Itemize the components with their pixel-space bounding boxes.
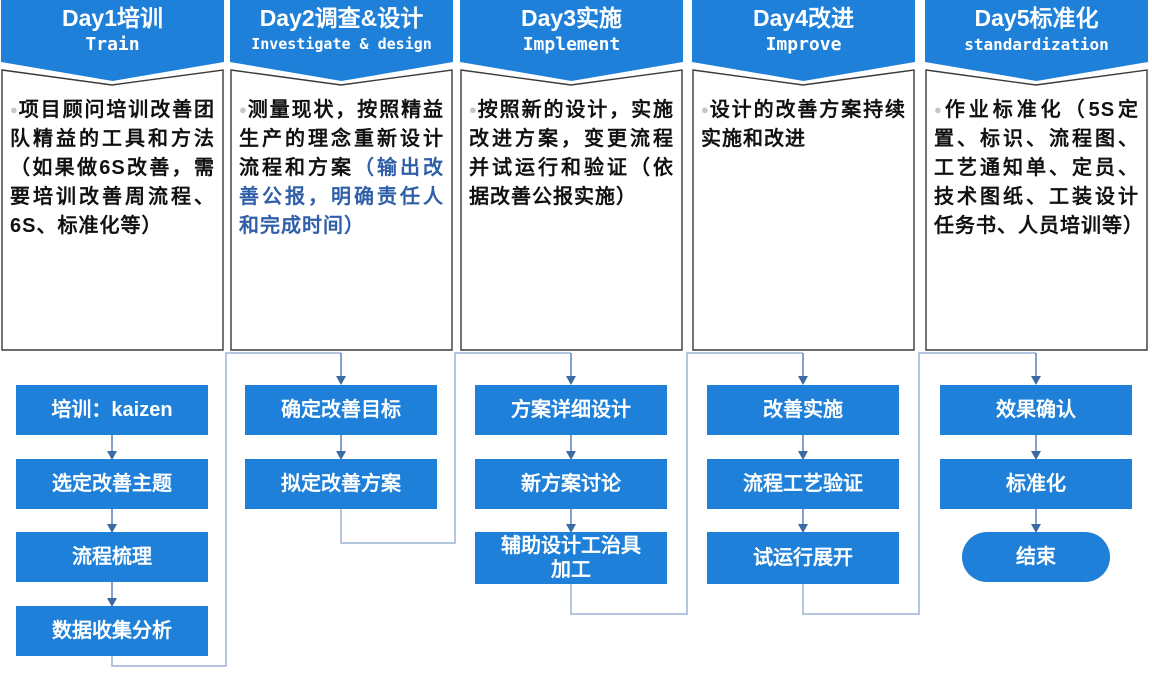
step-label: 选定改善主题 [52, 473, 172, 495]
description-text: 作业标准化（5S定置、标识、流程图、工艺通知单、定员、技术图纸、工装设计任务书、… [934, 99, 1144, 237]
banner-title: Day3实施 [521, 5, 622, 31]
step-box-day5-1: 效果确认 [940, 385, 1132, 435]
step-box-day3-2: 新方案讨论 [475, 459, 667, 509]
step-label: 试运行展开 [753, 547, 853, 569]
step-label: 数据收集分析 [52, 620, 172, 642]
step-box-day1-4: 数据收集分析 [16, 606, 208, 656]
banner-title: Day4改进 [753, 5, 854, 31]
step-label: 效果确认 [996, 399, 1076, 421]
banner-subtitle: standardization [964, 35, 1109, 54]
description-day3: ●按照新的设计，实施改进方案，变更流程并试运行和验证（依据改善公报实施） [469, 95, 674, 212]
step-label: 流程工艺验证 [743, 473, 863, 495]
banner-subtitle: Implement [522, 34, 621, 55]
step-label: 流程梳理 [72, 546, 152, 568]
banner-subtitle: Investigate & design [251, 35, 432, 53]
step-label: 辅助设计工治具加工 [501, 535, 641, 581]
banner-subtitle: Improve [765, 34, 842, 55]
banner-day5-standardization: Day5标准化 standardization [925, 0, 1148, 81]
description-day2: ●测量现状，按照精益生产的理念重新设计流程和方案（输出改善公报，明确责任人和完成… [239, 95, 444, 241]
step-box-day3-3: 辅助设计工治具加工 [475, 532, 667, 584]
description-text: 项目顾问培训改善团队精益的工具和方法（如果做6S改善，需要培训改善周流程、6S、… [10, 99, 216, 237]
bullet-icon: ● [239, 102, 248, 117]
description-day1: ●项目顾问培训改善团队精益的工具和方法（如果做6S改善，需要培训改善周流程、6S… [10, 95, 215, 241]
connector-elbow-day4-day5 [802, 352, 1036, 615]
bullet-icon: ● [701, 102, 710, 117]
bullet-icon: ● [10, 102, 19, 117]
step-box-day1-2: 选定改善主题 [16, 459, 208, 509]
description-box-day4 [692, 69, 915, 351]
step-label: 改善实施 [763, 399, 843, 421]
banner-title: Day2调查&设计 [259, 5, 424, 31]
bullet-icon: ● [934, 102, 945, 117]
description-highlight: （输出改善公报，明确责任人和完成时间） [239, 157, 444, 237]
step-box-day1-1: 培训：kaizen [16, 385, 208, 435]
banner-day4-improve: Day4改进 Improve [692, 0, 915, 81]
banner-title: Day5标准化 [974, 5, 1099, 31]
description-text: 按照新的设计，实施改进方案，变更流程并试运行和验证（依据改善公报实施） [469, 99, 675, 208]
description-box-day1 [1, 69, 224, 351]
step-label: 拟定改善方案 [281, 473, 401, 495]
banner-title: Day1培训 [62, 5, 163, 31]
end-terminator: 结束 [962, 532, 1110, 582]
description-box-day3 [460, 69, 683, 351]
step-box-day5-2: 标准化 [940, 459, 1132, 509]
step-label: 方案详细设计 [511, 399, 631, 421]
step-box-day4-3: 试运行展开 [707, 532, 899, 584]
step-box-day2-1: 确定改善目标 [245, 385, 437, 435]
step-box-day4-2: 流程工艺验证 [707, 459, 899, 509]
end-label: 结束 [1016, 546, 1056, 568]
banner-day1-train: Day1培训 Train [1, 0, 224, 81]
description-box-day2 [230, 69, 453, 351]
description-text: 设计的改善方案持续实施和改进 [701, 99, 907, 150]
step-box-day4-1: 改善实施 [707, 385, 899, 435]
description-day5: ●作业标准化（5S定置、标识、流程图、工艺通知单、定员、技术图纸、工装设计任务书… [934, 95, 1143, 241]
banner-day3-implement: Day3实施 Implement [460, 0, 683, 81]
connector-elbow-day3-day4 [570, 352, 803, 615]
banner-subtitle: Train [85, 34, 140, 55]
banner-day2-investigate-design: Day2调查&设计 Investigate & design [230, 0, 453, 81]
connector-elbow-day1-day2 [111, 352, 341, 667]
step-label: 培训：kaizen [51, 399, 173, 421]
connector-elbow-day2-day3 [340, 352, 571, 544]
step-label: 新方案讨论 [521, 473, 621, 495]
description-day4: ●设计的改善方案持续实施和改进 [701, 95, 906, 154]
step-box-day3-1: 方案详细设计 [475, 385, 667, 435]
step-box-day1-3: 流程梳理 [16, 532, 208, 582]
step-label: 标准化 [1006, 473, 1066, 495]
step-box-day2-2: 拟定改善方案 [245, 459, 437, 509]
step-label: 确定改善目标 [281, 399, 401, 421]
bullet-icon: ● [469, 102, 478, 117]
description-box-day5 [925, 69, 1148, 351]
description-text: 测量现状，按照精益生产的理念重新设计流程和方案 [239, 99, 445, 179]
